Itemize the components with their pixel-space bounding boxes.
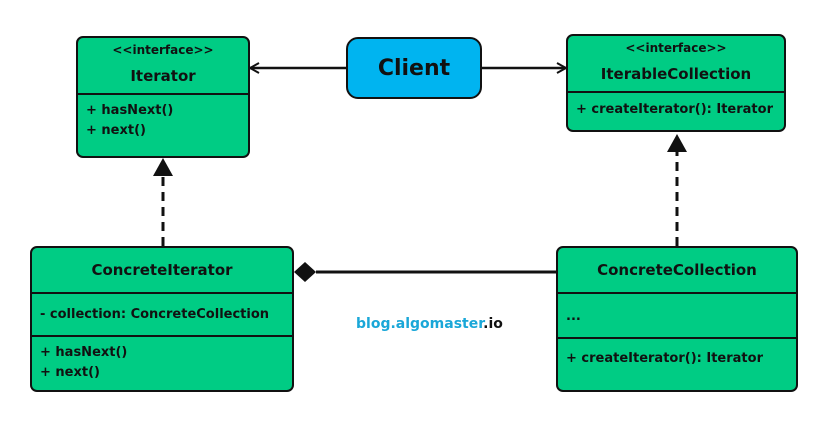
collection-realization-arrowhead [667,134,687,152]
iterator-methods: + hasNext() + next() [78,93,248,147]
concrete-iterator-methods: + hasNext() + next() [32,335,292,389]
iterator-name: Iterator [130,67,196,85]
attribute-item: - collection: ConcreteCollection [40,307,270,322]
concrete-collection-name: ConcreteCollection [597,261,757,279]
iterable-collection-stereotype: <<interface>> [625,41,727,55]
attribute-item: ... [566,309,581,324]
concrete-iterator-header: ConcreteIterator [32,248,292,292]
concrete-collection-class-box: ConcreteCollection ... + createIterator(… [556,246,798,392]
method-item: + hasNext() [40,345,128,360]
client-label: Client [377,55,451,81]
iterator-header: <<interface>> Iterator [78,38,248,93]
method-item: + createIterator(): Iterator [566,351,763,366]
watermark-part1: blog. [356,316,396,332]
composition-diamond-icon [294,262,316,282]
concrete-iterator-name: ConcreteIterator [91,261,233,279]
concrete-iterator-attributes: - collection: ConcreteCollection [32,292,292,335]
concrete-collection-attributes: ... [558,292,796,337]
iterator-class-box: <<interface>> Iterator + hasNext() + nex… [76,36,250,158]
client-box: Client [346,37,482,99]
method-item: + next() [40,365,100,380]
watermark: blog.algomaster.io [356,316,503,332]
watermark-part3: .io [483,316,503,332]
concrete-collection-header: ConcreteCollection [558,248,796,292]
iterable-collection-class-box: <<interface>> IterableCollection + creat… [566,34,786,132]
iterator-realization-arrowhead [153,158,173,176]
iterable-collection-name: IterableCollection [600,65,752,83]
method-item: + next() [86,123,146,138]
iterable-collection-header: <<interface>> IterableCollection [568,36,784,91]
iterator-stereotype: <<interface>> [112,43,214,57]
concrete-collection-methods: + createIterator(): Iterator [558,337,796,375]
iterable-collection-methods: + createIterator(): Iterator [568,91,784,126]
method-item: + hasNext() [86,103,174,118]
concrete-iterator-class-box: ConcreteIterator - collection: ConcreteC… [30,246,294,392]
method-item: + createIterator(): Iterator [576,102,773,117]
watermark-part2: algomaster [395,316,484,332]
